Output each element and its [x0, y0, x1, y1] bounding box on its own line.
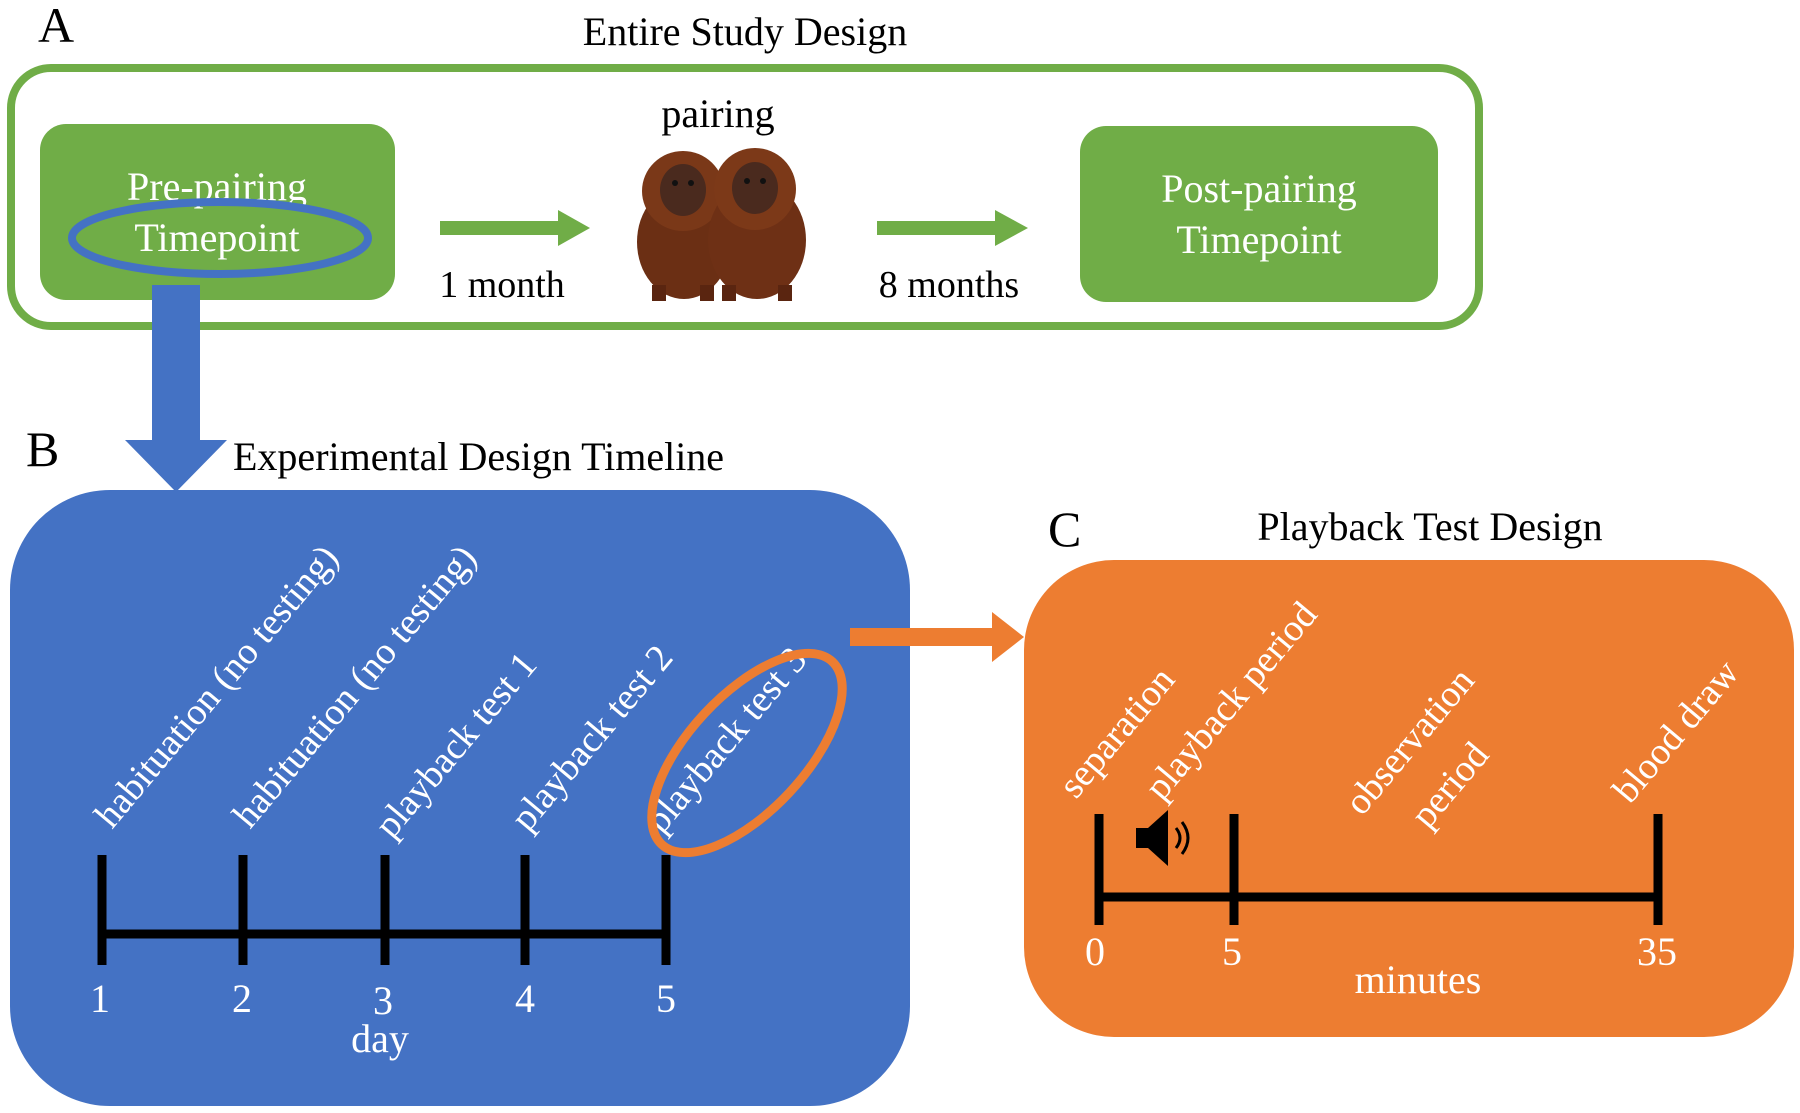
post-pairing-label: Post-pairing	[1161, 166, 1357, 211]
playback-test-3-highlight-ellipse	[647, 648, 847, 858]
zoom-arrow-b-to-c	[850, 612, 1024, 662]
day-tick-labels: 1 2 3 4 5	[90, 976, 676, 1023]
panel-b-title: Experimental Design Timeline	[233, 434, 724, 479]
pre-pairing-box	[40, 124, 395, 300]
day-tick-label: 3	[373, 978, 393, 1023]
post-pairing-box	[1080, 126, 1438, 302]
minutes-tick-label: 0	[1085, 929, 1105, 974]
panel-a-title: Entire Study Design	[583, 9, 907, 54]
timepoint-label: Timepoint	[134, 215, 299, 260]
day-axis-label: day	[351, 1016, 409, 1061]
interval-arrow-2	[877, 210, 1028, 246]
timepoint-highlight-ellipse	[68, 198, 372, 278]
panel-c-title: Playback Test Design	[1257, 504, 1602, 549]
interval-8-months-label: 8 months	[879, 264, 1019, 306]
day-tick-label: 5	[656, 976, 676, 1021]
day-tick-label: 2	[232, 976, 252, 1021]
panel-a-letter: A	[38, 0, 74, 53]
speaker-icon	[1136, 810, 1190, 866]
interval-arrow-1	[440, 210, 590, 246]
panel-c-letter: C	[1048, 501, 1081, 557]
day-axis	[97, 855, 671, 965]
minutes-axis	[1094, 814, 1663, 925]
panel-b-letter: B	[26, 421, 59, 477]
pairing-label: pairing	[661, 91, 774, 136]
zoom-arrow-a-to-b	[125, 285, 227, 492]
monkey-pair-image	[637, 148, 806, 301]
monkey-icon	[708, 148, 806, 301]
timeline-box	[10, 490, 910, 1106]
day-tick-label: 4	[515, 976, 535, 1021]
monkey-icon	[637, 151, 731, 301]
day-tick-label: 1	[90, 976, 110, 1021]
post-timepoint-label: Timepoint	[1176, 217, 1341, 262]
minutes-tick-label: 35	[1637, 929, 1677, 974]
minutes-tick-label: 5	[1222, 929, 1242, 974]
minutes-axis-label: minutes	[1355, 957, 1482, 1002]
playback-design-box	[1024, 560, 1794, 1037]
interval-1-month-label: 1 month	[439, 264, 565, 306]
